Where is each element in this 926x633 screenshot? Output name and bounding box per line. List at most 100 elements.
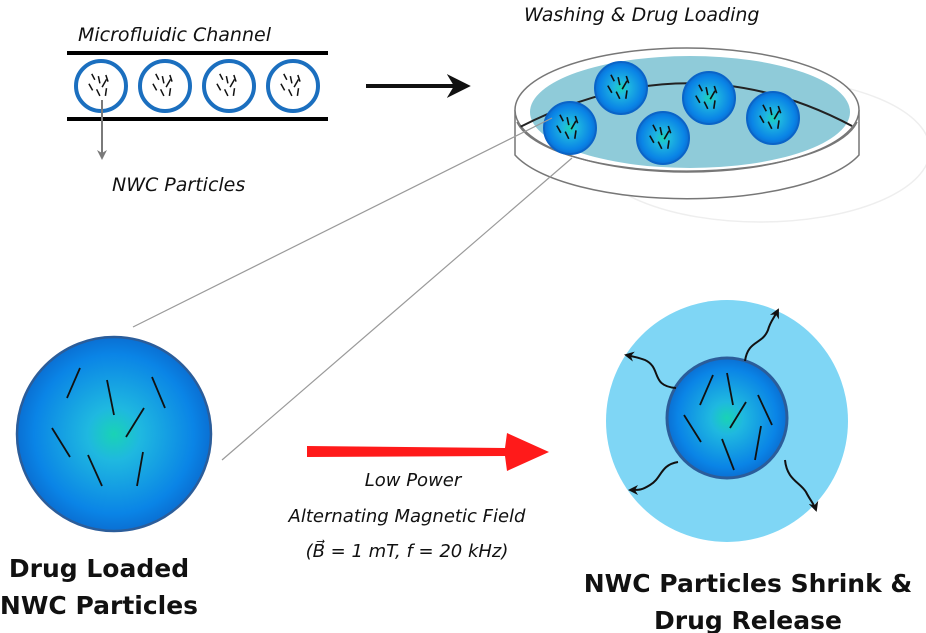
drug-loaded-particle: Drug Loaded NWC Particles [0, 335, 213, 620]
nanowire-rod [767, 121, 773, 130]
dish-particle [636, 111, 690, 165]
nanowire-rod [705, 87, 709, 96]
nanowire-rod [91, 73, 96, 81]
release-label-line1: NWC Particles Shrink & [584, 569, 912, 598]
nanowire-rod [657, 141, 663, 150]
nanowire-rod [683, 414, 702, 443]
release-particle: NWC Particles Shrink & Drug Release [584, 300, 912, 633]
channel-label: Microfluidic Channel [78, 24, 272, 46]
nanowire-rod [754, 425, 762, 461]
nanowire-rod [151, 376, 166, 409]
nanowire-rod [95, 88, 101, 97]
magnetic-field-step: Low Power Alternating Magnetic Field (B⃗… [288, 433, 549, 562]
nanowire-rod [168, 88, 172, 97]
release-label-line2: Drug Release [654, 606, 842, 633]
nanowire-rod [762, 104, 767, 112]
nanowire-rod [667, 125, 672, 134]
large-particle-body [15, 335, 213, 533]
channel-particle [266, 59, 320, 113]
nanowire-rod [289, 75, 293, 84]
nanowire-rod [574, 130, 577, 139]
nanowire-rod [125, 407, 145, 438]
nanowire-rod [280, 83, 286, 91]
nanowire-rod [101, 79, 108, 88]
nanowire-rod [777, 105, 782, 114]
nanowire-rod [233, 74, 237, 82]
nanowire-rod [66, 367, 81, 399]
nanowire-rod [570, 120, 577, 130]
nanowire-rod [574, 115, 579, 124]
nanowire-rod [293, 79, 300, 88]
nanowire-rod [709, 90, 716, 100]
field-label-line2: Alternating Magnetic Field [288, 506, 526, 527]
washing-label: Washing & Drug Loading [524, 4, 760, 26]
dish-particle [682, 71, 736, 125]
nanowire-rod [232, 88, 236, 97]
nanowire-rod [297, 74, 301, 82]
drug-loaded-label-line2: NWC Particles [0, 591, 198, 620]
nanowire-rod [615, 91, 621, 100]
drug-loaded-label-line1: Drug Loaded [9, 554, 189, 583]
nanowire-rod [106, 379, 115, 416]
nanowire-rod [659, 127, 663, 136]
nanowire-rod [159, 88, 165, 97]
petri-dish: Washing & Drug Loading [514, 4, 926, 223]
nanowire-rod [566, 117, 570, 126]
nanowire-rod [161, 75, 165, 84]
nanowire-rod [152, 83, 158, 91]
nanowire-rod [556, 125, 562, 134]
nanowire-rod [625, 90, 628, 99]
nanowire-rod [88, 83, 94, 91]
nanowire-rod [649, 135, 655, 144]
dish-particle [594, 61, 648, 115]
channel-particle [202, 59, 256, 113]
dish-front-rim [516, 121, 858, 172]
nwc-particles-label: NWC Particles [112, 174, 245, 196]
nanowire-rod [216, 83, 222, 91]
nanowire-rod [757, 394, 773, 426]
nanowire-rod [610, 74, 615, 82]
nanowire-rod [225, 75, 229, 84]
nanowire-rod [136, 451, 144, 487]
field-label-line1: Low Power [365, 470, 463, 491]
zoom-connector-lower [221, 157, 573, 461]
nanowire-rod [698, 84, 703, 92]
nanowire-rod [105, 74, 109, 82]
nanowire-rod [713, 100, 716, 109]
nanowire-rod [695, 95, 701, 104]
nanowire-rod [169, 74, 173, 82]
nanowire-rod [652, 124, 657, 132]
nanowire-rod [296, 88, 300, 97]
release-arrow-lower-left [628, 461, 679, 495]
nanowire-rod [155, 73, 160, 81]
nanowire-rod [729, 401, 747, 429]
nanowire-rod [621, 80, 628, 90]
nanowire-rod [219, 73, 224, 81]
red-field-arrow [307, 433, 549, 471]
release-arrow-upper-right [744, 308, 779, 362]
dish-particle [746, 91, 800, 145]
nanowire-rod [617, 77, 621, 86]
nanowire-rod [713, 85, 718, 94]
nanowire-rod [699, 374, 714, 406]
nanowire-rod [559, 114, 564, 122]
nanowire-rod [104, 88, 108, 97]
zoom-connector-upper [132, 117, 553, 328]
nanowire-rod [663, 130, 670, 140]
nanowire-rod [721, 438, 735, 471]
nanowire-rod [51, 427, 71, 458]
nanowire-rod [703, 101, 709, 110]
nanowire-rod [283, 73, 288, 81]
nanowire-rod [229, 79, 236, 88]
nanowire-rod [97, 75, 101, 84]
nanowire-rod [223, 88, 229, 97]
nanowire-rod [607, 85, 613, 94]
nanowire-rod [564, 131, 570, 140]
nanowire-rod [726, 372, 734, 406]
nanowire-rod [773, 110, 780, 120]
microfluidic-channel: Microfluidic Channel NWC Particles [67, 24, 328, 196]
nanowire-rod [769, 107, 773, 116]
release-arrow-upper-left [624, 351, 677, 389]
nanowire-rod [759, 115, 765, 124]
